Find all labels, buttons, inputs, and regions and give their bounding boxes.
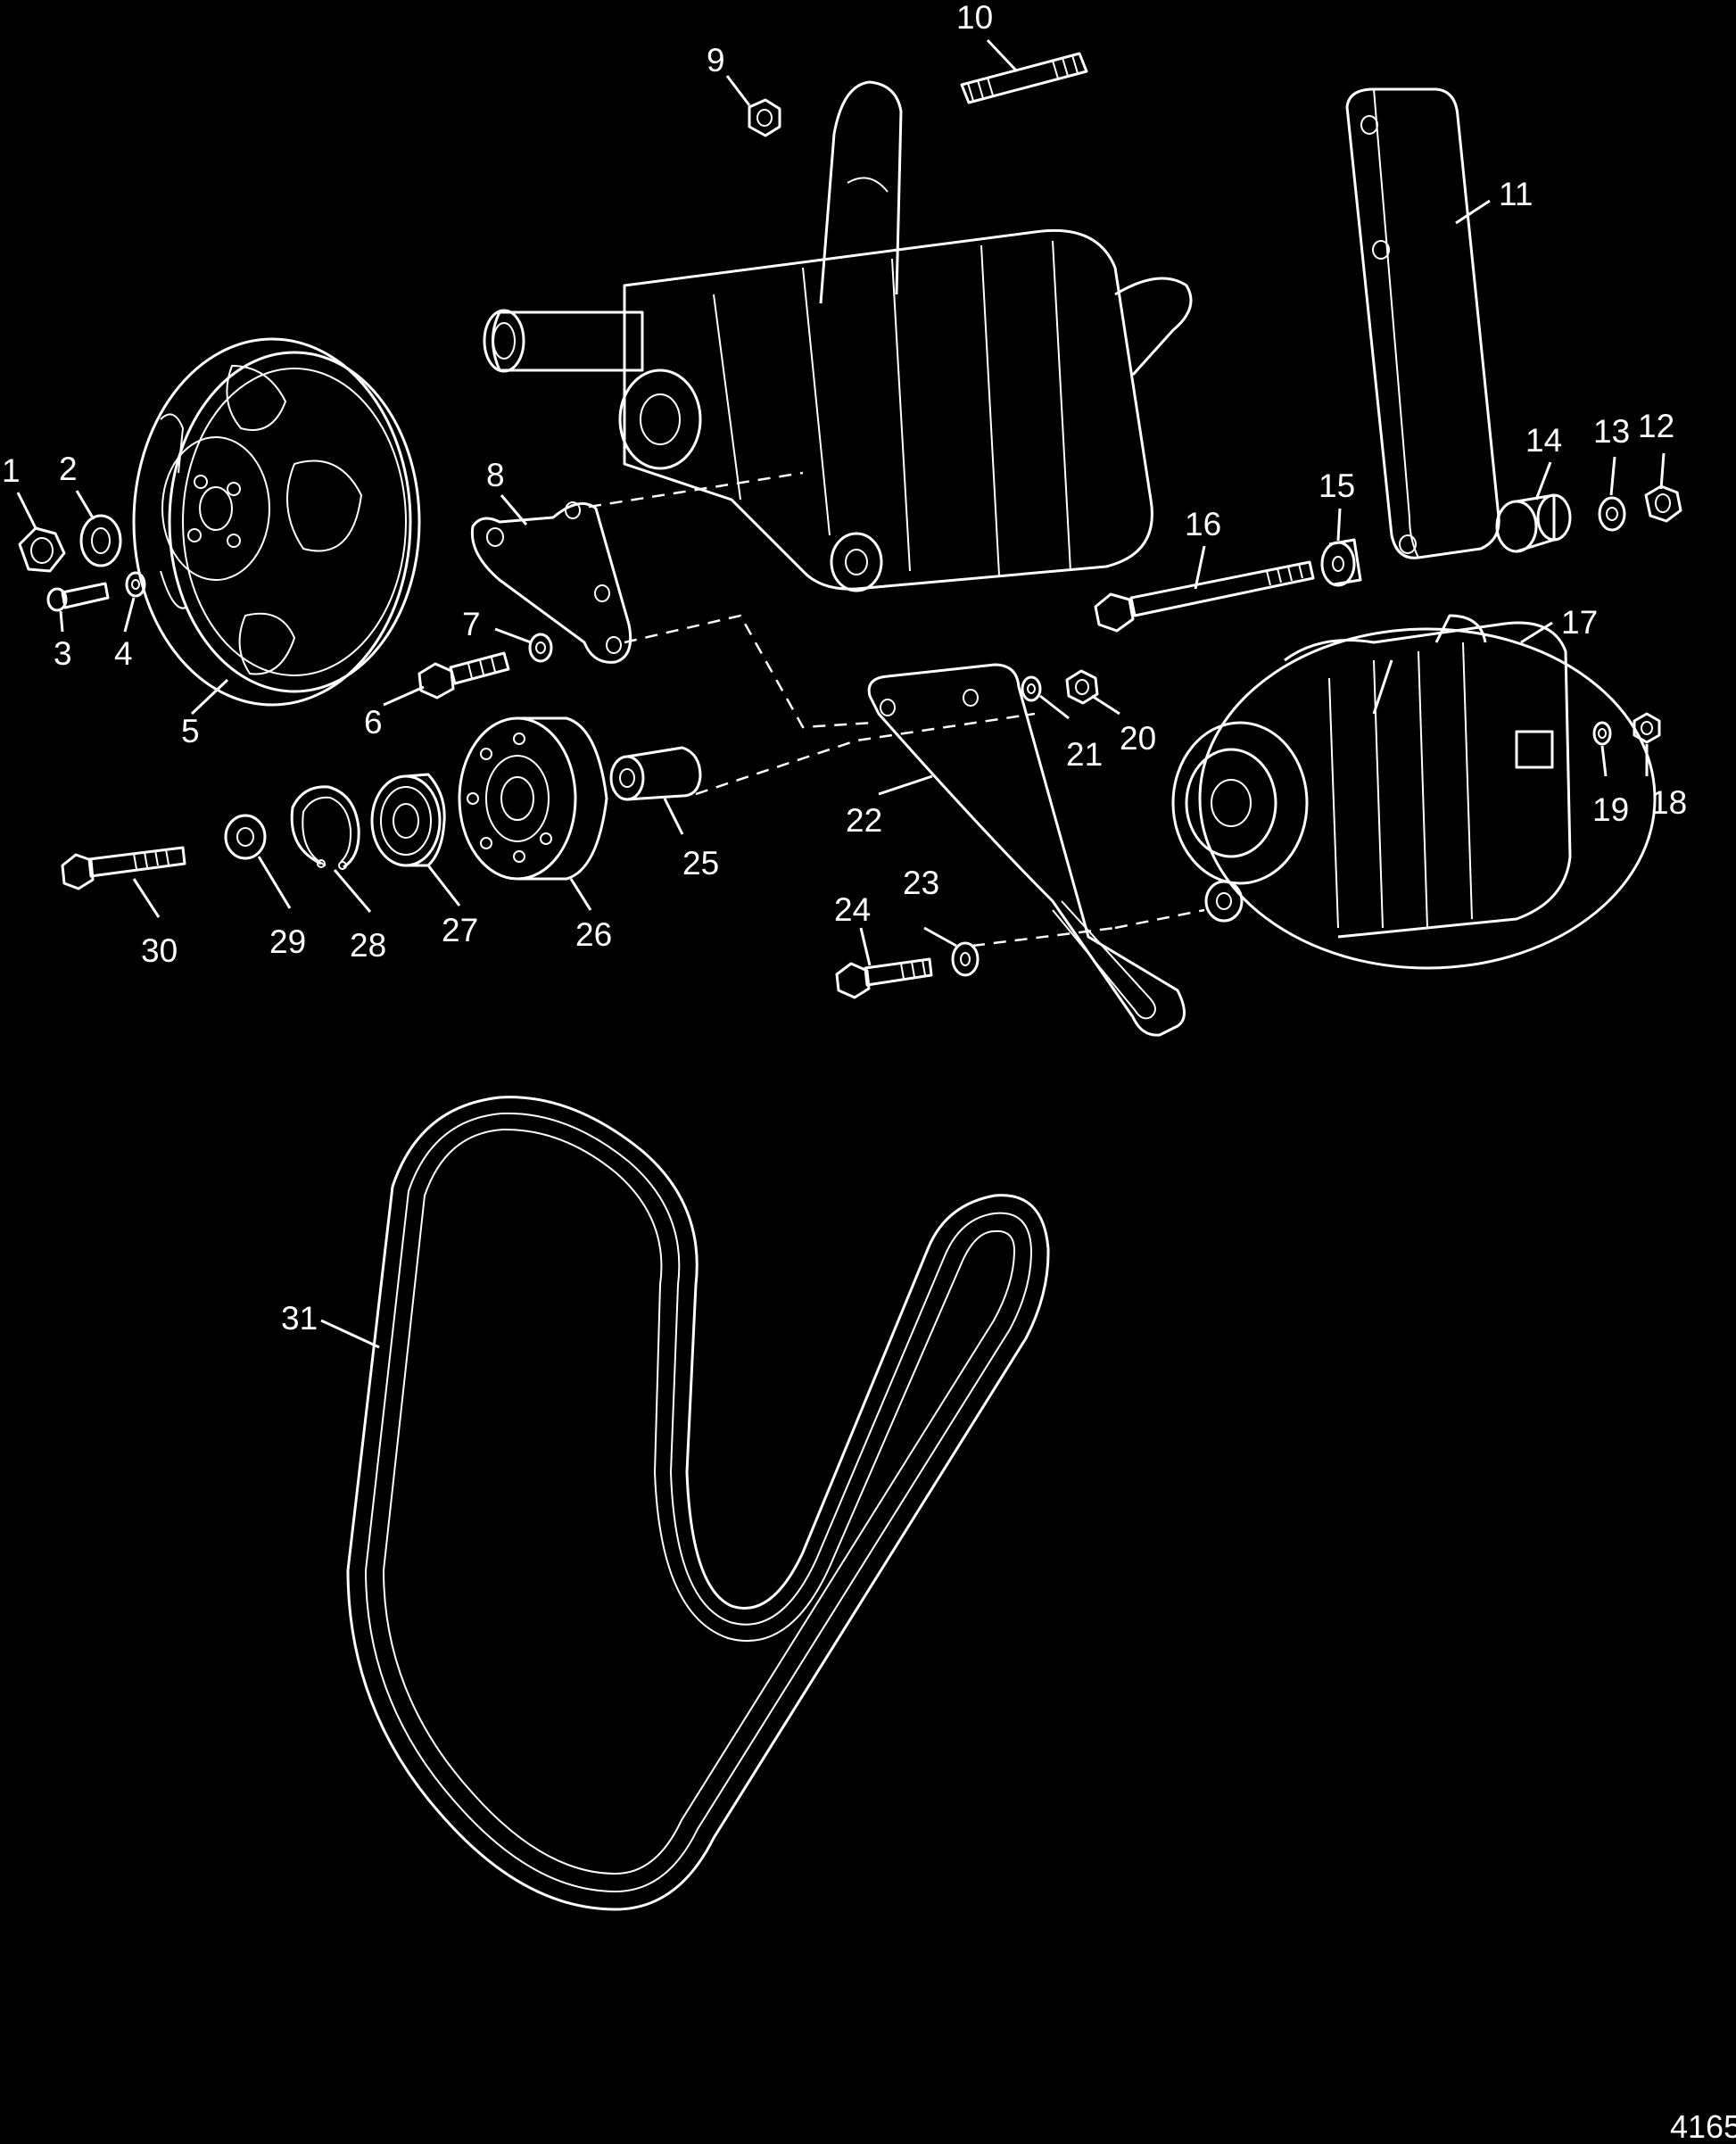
part-23-washer: [951, 941, 980, 977]
callout-12: 12: [1638, 408, 1674, 444]
callout-24: 24: [834, 891, 871, 928]
callout-8: 8: [486, 457, 505, 493]
part-10-stud: [960, 52, 1088, 104]
callout-28: 28: [350, 927, 386, 964]
leader-lines: [16, 38, 1666, 1349]
part-16-long-bolt: [1094, 560, 1315, 633]
part-9-nut: [748, 98, 781, 137]
part-4-washer: [125, 571, 146, 598]
callout-25: 25: [682, 845, 719, 882]
callout-4: 4: [114, 635, 133, 672]
alignment-dashed-lines: [588, 471, 1205, 948]
callout-11: 11: [1499, 176, 1533, 212]
part-7-washer: [528, 633, 553, 663]
part-27-bearing: [370, 773, 446, 867]
part-24-bolt: [835, 957, 933, 999]
part-19-washer: [1592, 721, 1612, 746]
callout-10: 10: [956, 0, 993, 36]
callout-20: 20: [1120, 720, 1156, 757]
part-25-spacer: [609, 746, 702, 801]
part-22-adjusting-bracket: [867, 663, 1186, 1037]
callout-1: 1: [2, 452, 21, 489]
water-pump-housing: [483, 80, 1193, 592]
callout-23: 23: [903, 865, 939, 901]
part-5-pulley: [132, 337, 421, 707]
part-30-bolt: [61, 846, 186, 890]
callout-5: 5: [181, 713, 200, 749]
callout-29: 29: [269, 923, 306, 960]
part-20-nut: [1065, 669, 1099, 705]
part-28-retaining-ring: [290, 785, 360, 870]
part-8-bracket-plate: [470, 501, 632, 664]
callout-26: 26: [575, 916, 612, 953]
callout-14: 14: [1525, 422, 1562, 459]
callout-7: 7: [462, 606, 481, 642]
part-15-spacer: [1320, 538, 1362, 587]
part-18-nut: [1633, 712, 1661, 744]
callout-18: 18: [1650, 784, 1687, 821]
figure-id-label: 4165: [1670, 2108, 1736, 2144]
part-26-idler-pulley: [458, 716, 608, 881]
part-21-washer: [1021, 675, 1042, 702]
callout-15: 15: [1319, 468, 1355, 504]
part-29-washer: [224, 814, 267, 860]
callout-22: 22: [846, 802, 882, 839]
part-31-serpentine-belt: [346, 1096, 1050, 1911]
part-11-support-bracket: [1345, 87, 1500, 559]
callout-21: 21: [1066, 736, 1103, 773]
callout-31: 31: [281, 1300, 318, 1337]
callout-16: 16: [1185, 506, 1221, 542]
callout-30: 30: [141, 932, 178, 969]
part-12-nut: [1644, 484, 1682, 523]
callout-19: 19: [1592, 791, 1629, 828]
callout-27: 27: [442, 912, 478, 948]
part-3-bolt: [46, 582, 110, 612]
callout-6: 6: [364, 704, 383, 741]
callout-labels: 1 2 3 4 5 6 7 8 9 10 11 12 13 14 15 16 1…: [2, 0, 1687, 1337]
part-14-spacer: [1495, 493, 1572, 553]
part-17-alternator: [1171, 614, 1657, 970]
part-2-washer: [79, 514, 122, 567]
callout-2: 2: [59, 451, 78, 487]
callout-17: 17: [1561, 604, 1598, 641]
callout-13: 13: [1593, 413, 1630, 450]
part-13-washer: [1598, 496, 1626, 532]
part-6-bolt: [417, 651, 510, 699]
part-1-nut: [18, 526, 66, 573]
callout-3: 3: [54, 635, 72, 672]
callout-9: 9: [707, 42, 725, 79]
